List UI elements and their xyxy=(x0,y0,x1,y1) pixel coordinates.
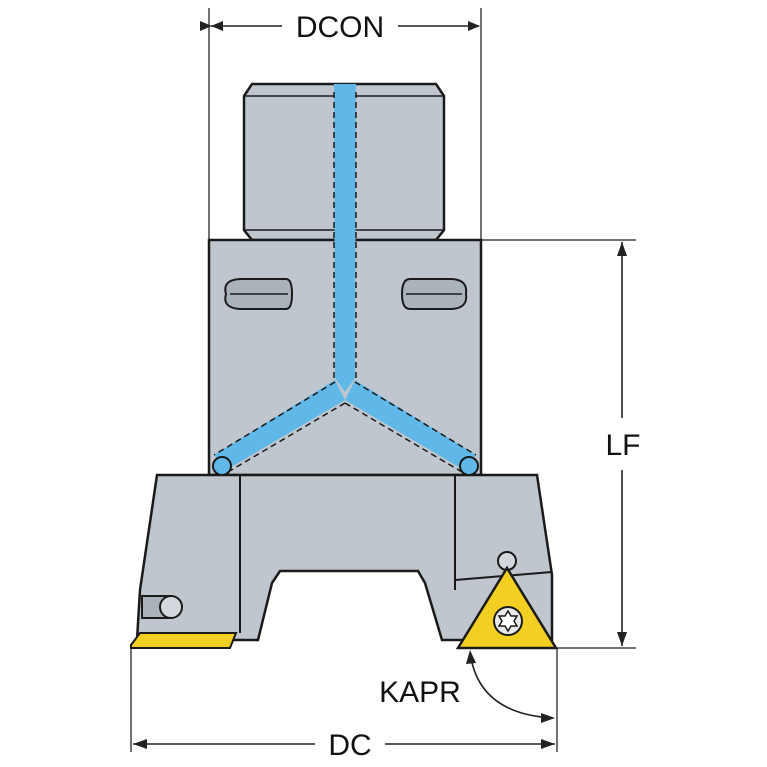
kapr-angle-indicator xyxy=(466,650,555,723)
extension-lines xyxy=(130,8,636,752)
coolant-channels xyxy=(213,84,477,473)
coolant-outlet-left xyxy=(212,456,232,476)
lf-dimension xyxy=(617,242,627,646)
right-slot xyxy=(400,278,468,310)
dcon-label: DCON xyxy=(296,11,384,44)
coolant-outlet-right xyxy=(459,456,479,476)
kapr-label: KAPR xyxy=(379,676,461,709)
dc-label: DC xyxy=(328,729,371,762)
dc-dimension xyxy=(133,739,555,749)
left-pin xyxy=(141,595,183,619)
dcon-dimension xyxy=(200,21,480,31)
torx-screw-icon xyxy=(493,606,523,636)
left-slot xyxy=(224,278,294,310)
insert-left xyxy=(130,632,238,649)
lf-label: LF xyxy=(605,429,640,462)
